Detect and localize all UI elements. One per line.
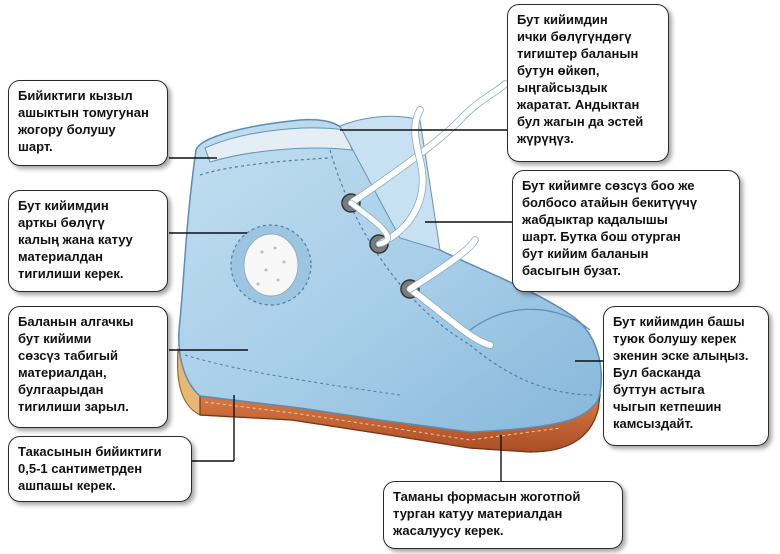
- connector-lines: [169, 129, 603, 481]
- callout-natural-material: Баланын алгачкы бут кийими сөзсүз табигы…: [8, 306, 168, 428]
- callout-heel-counter: Бут кийимдин арткы бөлүгү калың жана кат…: [8, 190, 168, 292]
- laces: [347, 80, 509, 349]
- callout-inner-seams: Бут кийимдин ички бөлүгүндөгү тигиштер б…: [507, 4, 669, 162]
- callout-rigid-sole: Таманы формасын жоготпой турган катуу ма…: [383, 481, 623, 549]
- heel-patch: [230, 224, 312, 306]
- shoe-upper: [178, 80, 603, 433]
- shoe-sole: [176, 347, 601, 453]
- callout-laces-fasteners: Бут кийимге сөзсүз боо же болбосо атайын…: [512, 170, 740, 292]
- callout-height-above-ankle: Бийиктиги кызыл ашыктын томугунан жогору…: [8, 80, 168, 166]
- callout-heel-height: Такасынын бийиктиги 0,5-1 сантиметрден а…: [8, 436, 192, 502]
- callout-closed-toe: Бут кийимдин башы туюк болушу керек экен…: [603, 306, 769, 446]
